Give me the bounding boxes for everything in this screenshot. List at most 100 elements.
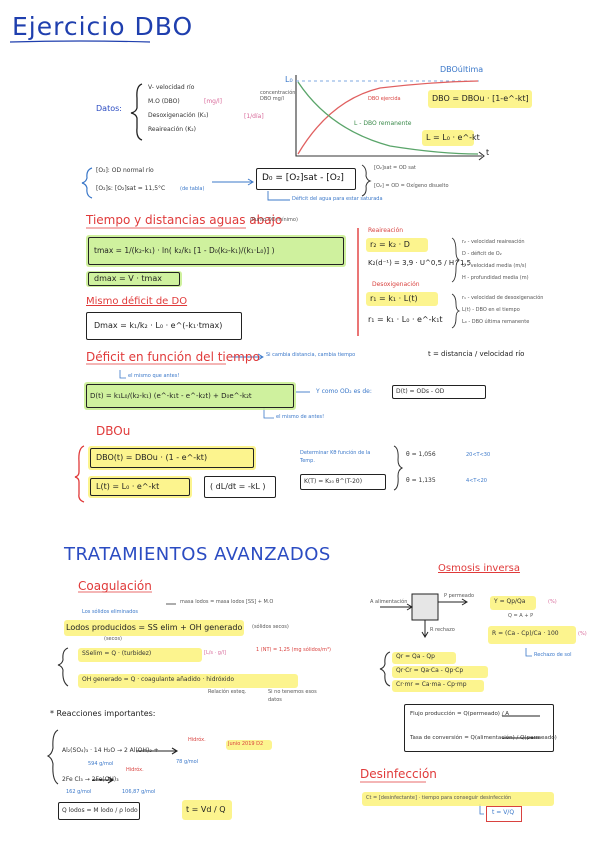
ss-unit: [L/s · g/l] — [204, 650, 226, 656]
note-bottom: el mismo de antes! — [276, 414, 325, 420]
highlight-oh — [78, 674, 298, 688]
highlight-deficit — [84, 382, 296, 410]
tiempo-heading-note: (Punto OD mínimo) — [250, 217, 298, 223]
reaireacion-heading: Reaireación — [368, 227, 404, 234]
highlight-r2 — [366, 238, 428, 252]
highlight-y — [490, 596, 536, 610]
t-vq-equation: t = V/Q — [492, 809, 515, 816]
lodos-producidos: Lodos producidos = SS elim + OH generado — [66, 623, 243, 632]
legend1-item: D - déficit de O₂ — [462, 251, 502, 257]
datos-item-desoxigenacion: Desoxigenación (K₁) — [148, 112, 209, 119]
graph-t-label: t — [486, 148, 490, 157]
tmax-box — [88, 237, 344, 265]
balance-2: Qr·Cr = Qa·Ca - Qp·Cp — [396, 667, 464, 674]
reaction-1-mass-2: 78 g/mol — [176, 759, 199, 765]
graph-dbo-ultima: DBOúltima — [440, 65, 484, 74]
reaction-2: 2Fe Cl₃ → 2Fe(OH)₃ — [62, 776, 119, 783]
rechazo-sol-note: Rechazo de sol — [534, 652, 572, 658]
theta1-range: 20<T<30 — [466, 452, 491, 458]
oxygen-right2: [O₂] = OD = Oxígeno disuelto — [374, 183, 449, 189]
highlight-lodos — [64, 620, 244, 636]
highlight-b2 — [392, 666, 488, 678]
secos-note: (secos) — [104, 636, 122, 642]
tmax-equation: tmax = 1/(k₂-k₁) · ln( k₂/k₁ [1 - D₀(k₂-… — [94, 246, 275, 255]
y-como-note: Y como OD₂ es de: — [316, 388, 372, 395]
reaction-1-hidrox: Hidróx. — [188, 737, 206, 743]
balance-1: Qr = Qa - Qp — [396, 653, 435, 660]
deficit-note: Déficit del agua para estar saturada — [292, 196, 383, 202]
Dmax-box — [86, 312, 242, 340]
Dmax-equation: Dmax = k₁/k₂ · L₀ · e^(-k₁·tmax) — [94, 321, 223, 330]
highlight-ss — [78, 648, 202, 662]
y-equation: Y = Qp/Qa — [494, 598, 526, 605]
datos-item-mo: M.O (DBO) — [148, 98, 180, 105]
graph-eq-dbo: DBO = DBOu · [1-e^-kt] — [432, 94, 529, 103]
reaction-1: Al₂(SO₄)₃ · 14 H₂O → 2 Al(OH)₃ + — [62, 747, 159, 754]
legend1-item: U - velocidad media (m/s) — [462, 263, 527, 269]
legend1-item: r₂ - velocidad reaireación — [462, 239, 525, 245]
mismo-deficit-heading: Mismo déficit de DO — [86, 296, 188, 307]
highlight-ct — [362, 792, 554, 806]
si-cambia-note: Si cambia distancia, cambia tiempo — [266, 352, 356, 358]
balance-3: Cr·mr = Ca·ma - Cp·mp — [396, 681, 467, 688]
r1-equation: r₁ = k₁ · L(t) — [370, 294, 418, 303]
oxygen-right1: [O₂]sat = OD sat — [374, 165, 416, 171]
graph-l0-label: L₀ — [285, 75, 293, 84]
r-note: (%) — [578, 631, 587, 637]
t-vd-equation: t = Vd / Q — [186, 805, 226, 814]
osmosis-permeado: P permeado — [444, 593, 475, 599]
relacion-esteq: Relación esteq. — [208, 689, 247, 695]
si-no-note: Si no tenemos esos datos — [268, 689, 317, 703]
r-equation: R = (Ca - Cp)/Ca · 100 — [492, 630, 559, 637]
theta2: θ = 1,135 — [406, 477, 436, 484]
flujo-box — [404, 704, 554, 752]
legend2-item: L(t) - DBO en el tiempo — [462, 307, 520, 313]
flujo-equation: Flujo producción = Q(permeado) / A — [410, 711, 510, 717]
osmosis-alimentacion: A alimentación — [370, 599, 408, 605]
datos-label: Datos: — [96, 104, 122, 113]
tasa-equation: Tasa de conversión = Q(alimentación) / Q… — [410, 735, 557, 741]
kt-box — [300, 474, 386, 490]
dbou-eq2-box — [90, 478, 190, 496]
desinfeccion-heading: Desinfección — [360, 767, 437, 781]
tiempo-heading: Tiempo y distancias aguas abajo — [86, 213, 283, 227]
graph-conc-label: concentración DBO mg/l — [260, 90, 296, 102]
od-box — [392, 385, 486, 399]
deficit-box — [86, 384, 294, 408]
desox-heading: Desoxigenación — [372, 281, 420, 288]
osmosis-heading: Osmosis inversa — [438, 563, 520, 574]
solidos-eliminados: Los sólidos eliminados — [82, 609, 139, 615]
datos-item-reaireacion: Reaireación (K₂) — [148, 126, 197, 133]
reaction-2-hidrox: Hidróx. — [126, 767, 144, 773]
oxygen-line1: [O₂]: OD normal río — [96, 167, 154, 174]
dbou-eq3-box — [204, 476, 276, 498]
coagulacion-heading: Coagulación — [78, 579, 152, 593]
r1b-equation: r₁ = k₁ · L₀ · e^-k₁t — [368, 315, 443, 324]
q-lodos-box — [58, 802, 140, 820]
balance-equation: Q = A + P — [508, 613, 534, 619]
datos-unit-mo: [mg/l] — [204, 98, 223, 105]
ct-equation: Ct = [desinfectante] · tiempo para conse… — [366, 795, 512, 801]
datos-unit-k: [1/día] — [244, 113, 264, 120]
highlight-tmax — [86, 235, 346, 267]
junio-note: Junio 2019 D2 — [228, 741, 264, 747]
deficit-equation: D(t) = k₁L₀/(k₂-k₁) (e^-k₁t - e^-k₂t) + … — [90, 392, 252, 400]
oh-generado: OH generado = Q · coagulante añadido · h… — [82, 676, 235, 683]
highlight-l-eq — [422, 130, 474, 146]
do-equation: D₀ = [O₂]sat - [O₂] — [262, 173, 344, 183]
kt-equation: K(T) = K₂₀ θ^(T-20) — [304, 478, 363, 485]
ntu-conversion: 1 (NT) = 1,25 (mg sólidos/m³) — [256, 647, 331, 653]
legend2-item: r₁ - velocidad de desoxigenación — [462, 295, 544, 301]
highlight-r — [488, 626, 576, 644]
dbou-equation-3: ( dL/dt = -kL ) — [210, 482, 266, 491]
datos-item-velocidad: V- velocidad río — [148, 84, 195, 91]
highlight-b3 — [392, 680, 484, 692]
k2-equation: K₂(d⁻¹) = 3,9 · U^0,5 / H^1,5 — [368, 259, 472, 267]
tratamientos-heading: TRATAMIENTOS AVANZADOS — [64, 544, 331, 565]
reacciones-heading: * Reacciones importantes: — [50, 709, 156, 718]
dbou-equation-1: DBO(t) = DBOu · (1 - e^-kt) — [96, 453, 208, 462]
do-eq-box — [256, 168, 356, 190]
highlight-r1 — [366, 292, 438, 306]
theta2-range: 4<T<20 — [466, 478, 487, 484]
